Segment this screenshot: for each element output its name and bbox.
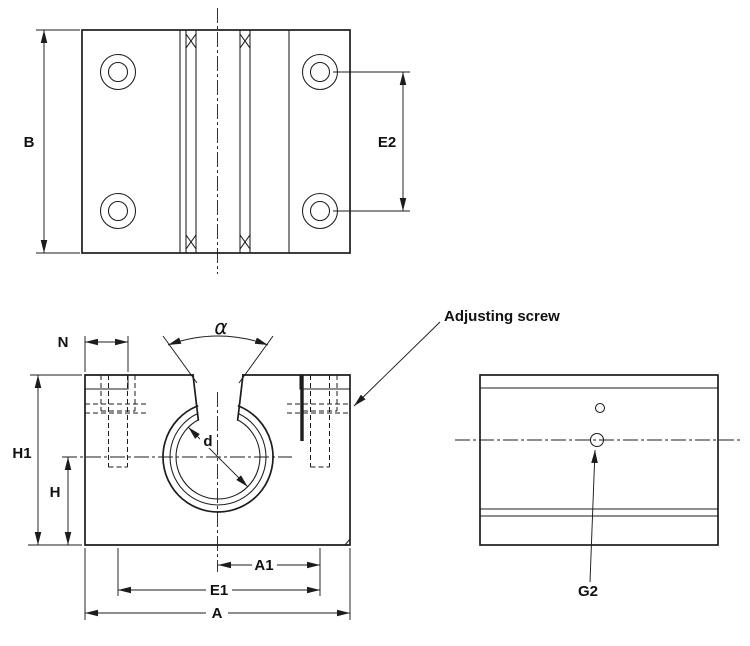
dim-h: H (50, 457, 72, 545)
bushing-arc (169, 412, 267, 506)
dim-b: B (24, 29, 80, 254)
dim-e2: E2 (333, 71, 410, 212)
dim-label-g2: G2 (578, 583, 598, 600)
dim-d: d (187, 426, 249, 488)
bore-inner-arc (175, 419, 261, 500)
dim-a1: A1 (218, 557, 320, 574)
corner-chamfer (344, 538, 351, 546)
hidden-hole-lines (85, 375, 350, 468)
dim-label-a1: A1 (254, 557, 273, 574)
dim-label-e2: E2 (378, 134, 396, 151)
slot-flank-left (192, 374, 200, 421)
dim-g2: G2 (578, 449, 598, 600)
dim-a: A (85, 605, 350, 622)
side-view-body (479, 374, 719, 546)
pin-hole (594, 402, 606, 414)
bore-outer-arc (162, 404, 274, 513)
g2-thread-hole (589, 432, 605, 448)
dim-n: N (58, 334, 129, 372)
top-view: B E2 (24, 8, 410, 274)
adjusting-screw-label: Adjusting screw (444, 308, 560, 325)
dim-label-h: H (50, 484, 61, 501)
front-view: α Adjusting screw N H1 H (12, 308, 560, 622)
slot-flank-right (236, 374, 244, 421)
top-view-body (81, 29, 351, 254)
side-view: G2 (455, 374, 742, 600)
dim-label-alpha: α (214, 315, 227, 339)
dim-alpha: α (162, 315, 274, 384)
lower-extension-lines (84, 548, 351, 620)
dim-label-h1: H1 (12, 445, 31, 462)
dim-h1: H1 (12, 374, 82, 546)
top-view-slots (185, 29, 251, 254)
dim-label-e1: E1 (210, 582, 228, 599)
dim-label-b: B (24, 134, 35, 151)
dim-label-d: d (203, 433, 212, 450)
adjusting-screw-callout: Adjusting screw (353, 308, 560, 407)
mounting-holes (99, 53, 339, 230)
dim-label-n: N (58, 334, 69, 351)
dim-e1: E1 (118, 582, 320, 599)
dim-label-a: A (212, 605, 223, 622)
